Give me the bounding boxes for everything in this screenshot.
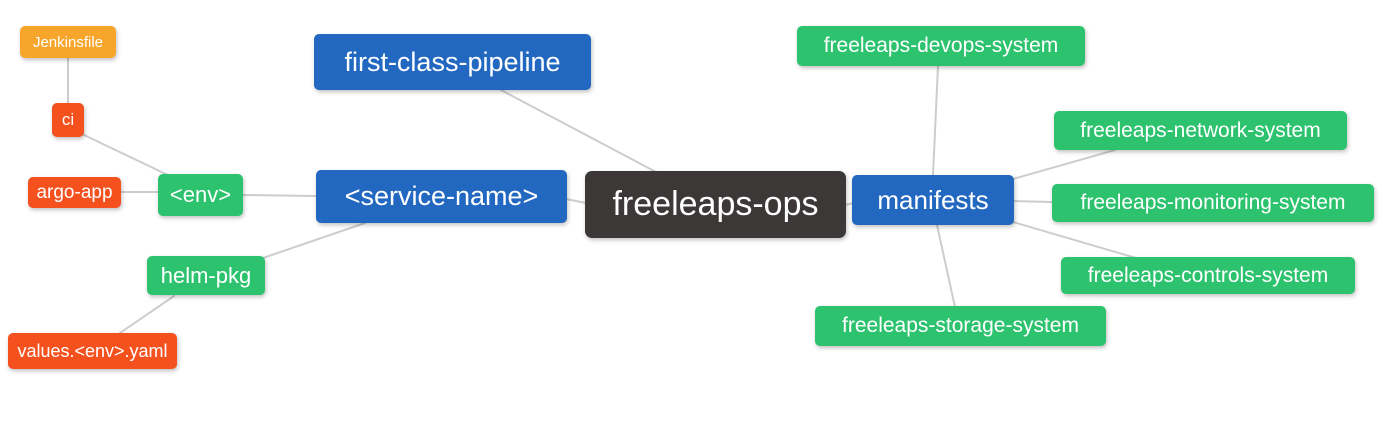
node-values-env-yaml[interactable]: values.<env>.yaml [8,333,177,369]
edge-manifests-storage [936,224,956,308]
node-jenkinsfile[interactable]: Jenkinsfile [20,26,116,58]
node-service-name[interactable]: <service-name> [316,170,567,223]
edge-pipeline-ops [500,89,657,173]
edge-manifests-devops [932,65,939,176]
node-argo-app[interactable]: argo-app [28,177,121,208]
edge-manifests-controls [1012,221,1137,259]
node-network-system[interactable]: freeleaps-network-system [1054,111,1347,150]
node-freeleaps-ops-root[interactable]: freeleaps-ops [585,171,846,238]
node-controls-system[interactable]: freeleaps-controls-system [1061,257,1355,294]
node-storage-system[interactable]: freeleaps-storage-system [815,306,1106,346]
node-manifests[interactable]: manifests [852,175,1014,225]
edge-values-helmpkg [119,295,175,334]
node-monitoring-system[interactable]: freeleaps-monitoring-system [1052,184,1374,222]
edge-manifests-network [1012,149,1116,180]
edge-env-servicename [242,194,317,197]
node-helm-pkg[interactable]: helm-pkg [147,256,265,295]
node-ci[interactable]: ci [52,103,84,137]
node-first-class-pipeline[interactable]: first-class-pipeline [314,34,591,90]
edge-manifests-monitoring [1012,200,1053,203]
node-devops-system[interactable]: freeleaps-devops-system [797,26,1085,66]
edge-servicename-ops [565,198,587,204]
edge-helmpkg-servicename [262,222,366,259]
edge-ci-env [81,133,171,177]
node-env[interactable]: <env> [158,174,243,216]
